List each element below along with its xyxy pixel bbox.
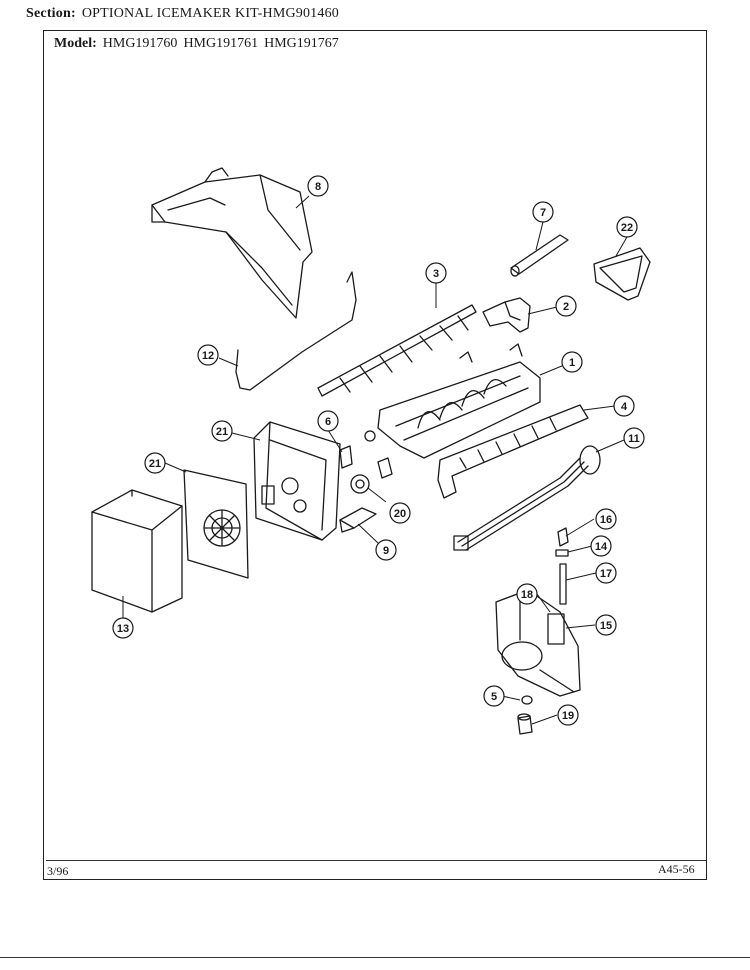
svg-text:15: 15	[600, 620, 612, 632]
svg-text:19: 19	[562, 710, 574, 722]
part-clip	[339, 430, 376, 469]
callout-12: 12	[197, 344, 219, 366]
model-heading: Model: HMG191760 HMG191761 HMG191767	[54, 36, 345, 52]
callout-17: 17	[595, 562, 617, 584]
callout-2: 2	[555, 295, 577, 317]
model-number-2: HMG191761	[183, 36, 259, 51]
callout-6: 6	[317, 410, 339, 432]
callout-22: 22	[616, 216, 638, 238]
diagram-frame	[43, 30, 707, 880]
svg-text:9: 9	[383, 545, 389, 557]
callout-21-plate: 21	[144, 452, 166, 474]
svg-text:11: 11	[628, 433, 640, 445]
model-number-3: HMG191767	[264, 36, 339, 51]
callout-19: 19	[557, 704, 579, 726]
svg-text:21: 21	[149, 458, 161, 470]
svg-text:21: 21	[216, 426, 228, 438]
svg-text:20: 20	[394, 508, 406, 520]
svg-text:14: 14	[595, 541, 608, 553]
callout-9: 9	[375, 539, 397, 561]
revision-date: 3/96	[47, 864, 69, 878]
svg-text:6: 6	[325, 416, 331, 428]
footer-divider	[46, 860, 706, 861]
callout-16: 16	[595, 508, 617, 530]
svg-text:3: 3	[433, 268, 439, 280]
part-fill-cup	[151, 167, 313, 319]
callout-7: 7	[532, 201, 554, 223]
part-insert	[517, 713, 533, 735]
svg-text:4: 4	[621, 401, 628, 413]
callout-20: 20	[389, 502, 411, 524]
part-control-housing	[253, 421, 341, 541]
page-bottom-rule	[0, 957, 750, 958]
callout-11: 11	[623, 427, 645, 449]
section-heading: Section: OPTIONAL ICEMAKER KIT-HMG901460	[26, 6, 339, 22]
part-nut	[521, 695, 533, 705]
part-tube	[510, 234, 569, 277]
svg-text:18: 18	[521, 589, 533, 601]
model-number-1: HMG191760	[102, 36, 178, 51]
svg-text:7: 7	[540, 207, 546, 219]
svg-text:12: 12	[202, 350, 214, 362]
part-bracket-small	[339, 507, 377, 533]
svg-text:13: 13	[117, 623, 129, 635]
callout-21-housing: 21	[211, 420, 233, 442]
callout-labels: 1 2 3 4 5 6 7 8 9 11 12 13 14 15 16 17 1…	[112, 175, 645, 726]
part-stripper	[593, 247, 651, 301]
part-wiring-harness	[453, 445, 601, 551]
part-fittings	[555, 527, 569, 605]
part-water-valve	[495, 589, 581, 697]
part-mounting-plate	[183, 469, 249, 579]
callout-13: 13	[112, 617, 134, 639]
part-shutoff-arm	[235, 271, 357, 391]
section-label: Section:	[26, 6, 76, 21]
part-heater-cover	[437, 404, 589, 499]
part-thermostat	[350, 457, 393, 494]
callout-5: 5	[483, 685, 505, 707]
svg-text:5: 5	[491, 691, 497, 703]
svg-text:22: 22	[621, 222, 633, 234]
callout-14: 14	[590, 535, 612, 557]
section-title: OPTIONAL ICEMAKER KIT-HMG901460	[81, 6, 339, 21]
part-bracket	[482, 297, 531, 333]
part-cover	[91, 489, 183, 613]
model-label: Model:	[54, 36, 97, 51]
svg-text:2: 2	[563, 301, 569, 313]
svg-text:1: 1	[569, 357, 575, 369]
svg-text:8: 8	[315, 181, 321, 193]
page-code: A45-56	[658, 862, 695, 876]
callout-15: 15	[595, 614, 617, 636]
callout-8: 8	[307, 175, 329, 197]
part-mold	[377, 343, 541, 459]
callout-3: 3	[425, 262, 447, 284]
svg-text:17: 17	[600, 568, 612, 580]
svg-text:16: 16	[600, 514, 612, 526]
part-ejector	[317, 304, 477, 397]
callout-4: 4	[613, 395, 635, 417]
callout-1: 1	[561, 351, 583, 373]
callout-18: 18	[516, 583, 538, 605]
